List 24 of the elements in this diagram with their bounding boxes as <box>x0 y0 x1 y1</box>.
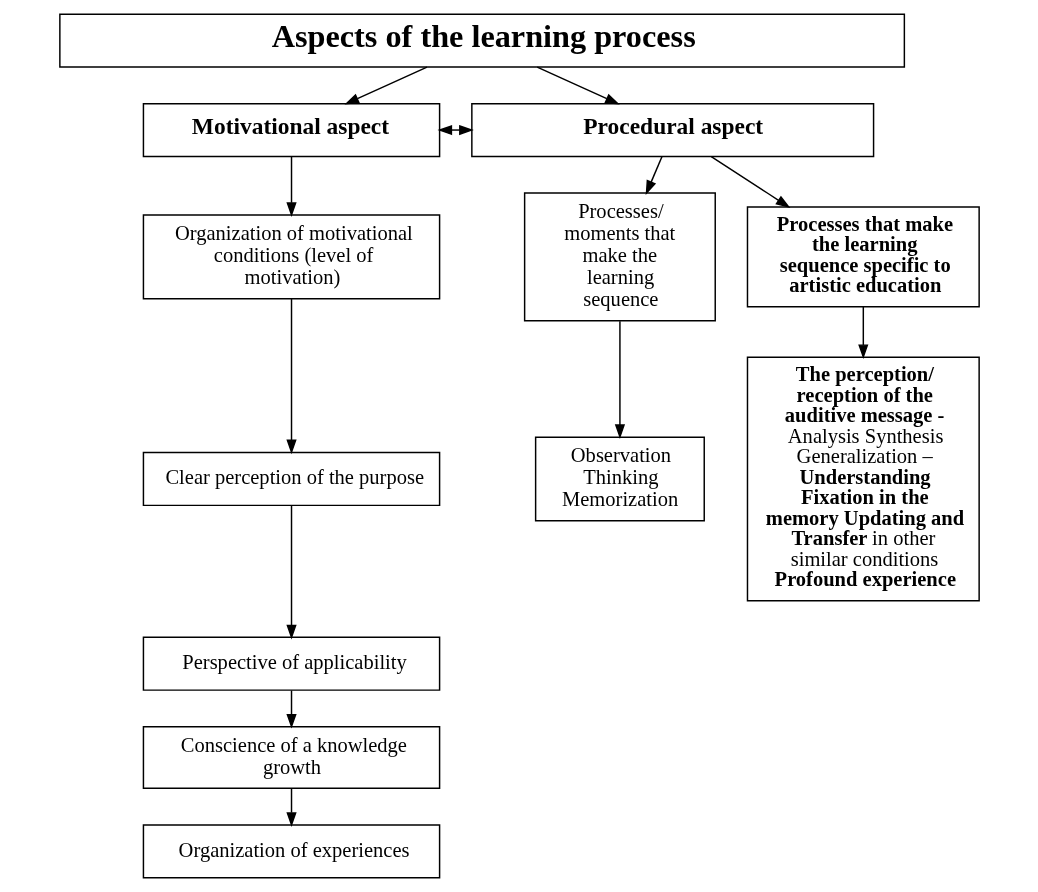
node-box: The perception/ reception of the auditive message - Analysis Synthesis Generalization – Understanding Fixation in the memory Updating and Transfer in other similar conditions Profound experience <box>746 356 980 602</box>
node-box: Organization of motivational conditions (level of motivation) <box>142 214 440 300</box>
arrow <box>857 306 868 360</box>
arrow <box>344 66 428 105</box>
node-box: Conscience of a knowledge growth <box>142 726 440 790</box>
node-box: Motivational aspect <box>142 102 440 158</box>
arrow <box>285 298 297 455</box>
node-box: Observation Thinking Memorization <box>534 436 705 522</box>
node-box: Perspective of applicability <box>142 636 440 691</box>
arrow <box>285 155 297 217</box>
arrow <box>710 155 790 208</box>
arrow <box>285 788 297 827</box>
arrow <box>285 689 297 729</box>
node-box: Clear perception of the purpose <box>142 451 440 507</box>
node-box: Aspects of the learning process <box>58 13 905 68</box>
arrow <box>436 124 474 136</box>
arrow <box>645 155 663 195</box>
arrow <box>614 320 625 440</box>
arrow <box>536 66 620 105</box>
arrow <box>285 505 297 640</box>
node-box: Processes that make the learning sequence specific to artistic education <box>746 206 980 308</box>
node-box: Organization of experiences <box>142 824 440 879</box>
node-box: Procedural aspect <box>470 102 874 158</box>
node-box: Processes/ moments that make the learning sequence <box>523 192 716 322</box>
